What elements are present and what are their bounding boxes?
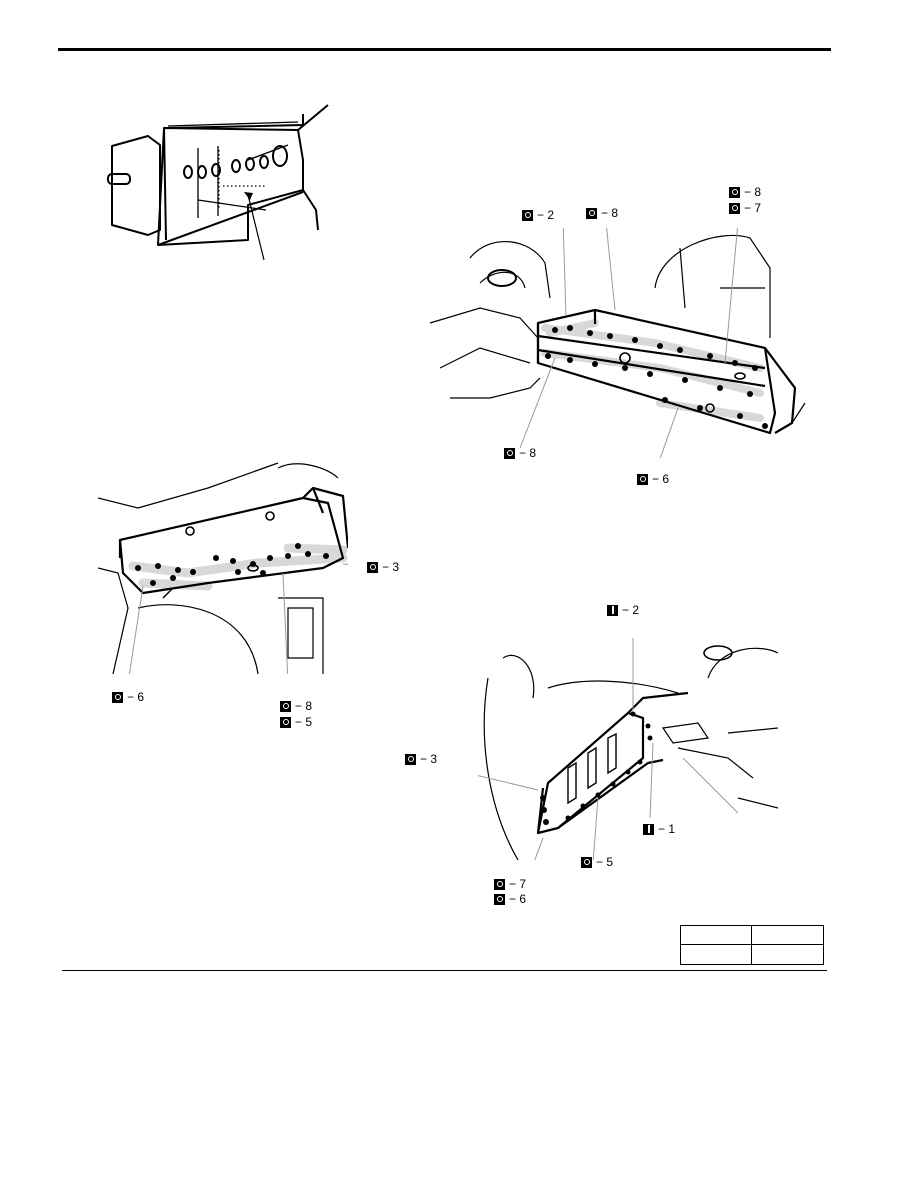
table-cell [752,945,823,964]
spot-weld-icon [494,893,505,905]
brazing-icon [607,604,618,616]
callout-label: − 8 [744,185,762,199]
callout-label: − 8 [519,446,537,460]
callout-label: − 7 [509,877,527,891]
spot-weld-icon [367,561,378,573]
figure-apron-panel [98,458,348,674]
spot-weld-icon [504,447,515,459]
spot-weld-icon [280,700,291,712]
wheelhouse-gusset-drawing [478,638,778,860]
callout-label: − 5 [596,855,614,869]
callout-label: − 3 [382,560,400,574]
callout-label: − 6 [509,892,527,906]
footer-reference-table [680,925,824,965]
callout-brazing-2: − 2 [607,603,639,617]
callout-label: − 2 [622,603,640,617]
callout-label: − 8 [601,206,619,220]
spot-weld-icon [729,186,740,198]
spot-weld-icon [405,753,416,765]
callout-label: − 1 [658,822,676,836]
callout-spot-5-bottom: − 5 [581,855,613,869]
spot-weld-icon [637,473,648,485]
spot-weld-icon [112,691,123,703]
table-cell [681,926,752,945]
callout-spot-3-mid: − 3 [367,560,399,574]
callout-brazing-1: − 1 [643,822,675,836]
callout-label: − 2 [537,208,555,222]
callout-spot-6-mid: − 6 [112,690,144,704]
callout-spot-7-bottom: − 7 [494,877,526,891]
callout-label: − 5 [295,715,313,729]
header-rule [58,48,831,51]
spot-weld-icon [581,856,592,868]
figure-side-member [420,228,810,458]
figure-wheelhouse-gusset [478,638,778,860]
callout-spot-8-right: − 8 [729,185,761,199]
spot-weld-icon [280,716,291,728]
figure-frame-detail [98,100,334,300]
callout-label: − 7 [744,201,762,215]
table-cell [752,926,823,945]
table-cell [681,945,752,964]
callout-label: − 6 [127,690,145,704]
callout-label: − 6 [652,472,670,486]
callout-label: − 3 [420,752,438,766]
apron-panel-drawing [98,462,348,674]
callout-spot-6-bottom-2: − 6 [494,892,526,906]
side-member-drawing [429,228,806,458]
callout-spot-8-mid: − 8 [280,699,312,713]
spot-weld-icon [586,207,597,219]
callout-spot-6-bottom: − 6 [637,472,669,486]
callout-spot-8-top: − 8 [586,206,618,220]
spot-weld-icon [729,202,740,214]
spot-weld-icon [494,878,505,890]
callout-spot-8-left: − 8 [504,446,536,460]
callout-label: − 8 [295,699,313,713]
callout-spot-5-mid: − 5 [280,715,312,729]
brazing-icon [643,823,654,835]
frame-detail-drawing [107,104,329,261]
callout-spot-3-bottom: − 3 [405,752,437,766]
callout-spot-7-right: − 7 [729,201,761,215]
spot-weld-icon [522,209,533,221]
footer-rule [62,970,827,971]
callout-spot-2-top: − 2 [522,208,554,222]
